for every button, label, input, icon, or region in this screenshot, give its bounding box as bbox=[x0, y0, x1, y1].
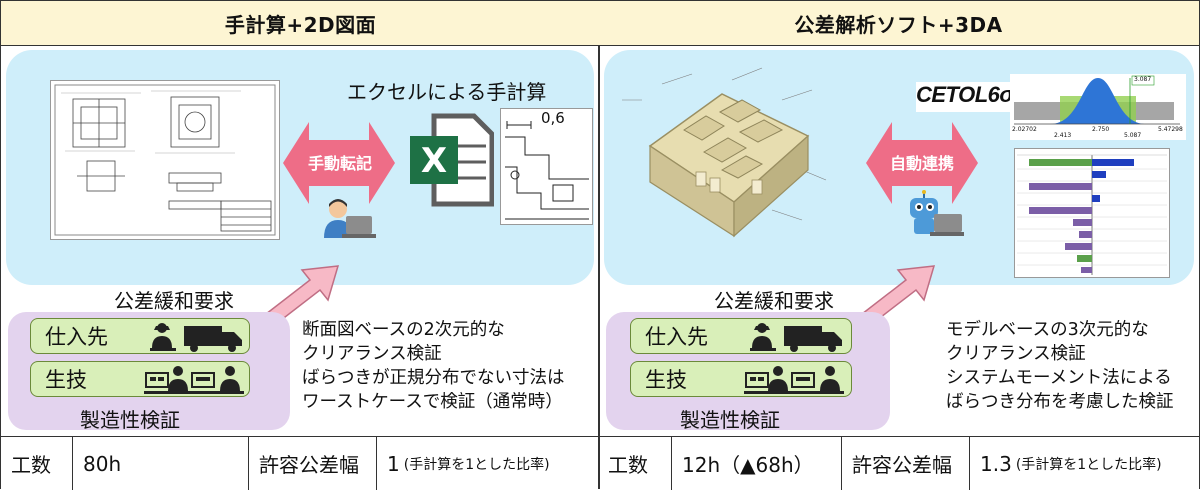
excel-calc-caption: エクセルによる手計算 bbox=[347, 80, 547, 104]
left-tolerance-label: 許容公差幅 bbox=[249, 437, 377, 490]
right-manufacturability-caption: 製造性検証 bbox=[680, 408, 780, 432]
cross-section-image: 0,6 bbox=[500, 108, 593, 225]
right-tolerance-note: (手計算を1とした比率) bbox=[1015, 456, 1162, 473]
contribution-chart bbox=[1014, 148, 1170, 278]
left-tolerance-label-text: 許容公差幅 bbox=[259, 453, 359, 477]
cross-section-value: 0,6 bbox=[541, 109, 565, 127]
histogram-tick: 5.087 bbox=[1124, 132, 1142, 139]
robot-laptop-icon bbox=[910, 190, 964, 236]
histogram-tick: 5.47298 bbox=[1158, 126, 1183, 133]
right-header-title: 公差解析ソフト+3DA bbox=[794, 12, 1003, 37]
left-panel bbox=[0, 0, 600, 489]
right-desc-line: モデルベースの3次元的な bbox=[946, 320, 1149, 340]
left-summary-table: 工数 80h 許容公差幅 1 (手計算を1とした比率) bbox=[0, 436, 601, 490]
right-worker-truck-icon bbox=[750, 323, 842, 352]
right-summary-table: 工数 12h（▲68h） 許容公差幅 1.3 (手計算を1とした比率) bbox=[598, 436, 1200, 490]
right-worker-machine-icon bbox=[744, 366, 844, 394]
left-effort-value: 80h bbox=[73, 437, 249, 490]
histogram-marker: 3.087 bbox=[1134, 76, 1152, 83]
histogram-tick: 2.02702 bbox=[1012, 126, 1037, 133]
2d-drawing-image bbox=[50, 80, 280, 240]
right-tolerance-label: 許容公差幅 bbox=[842, 437, 970, 490]
right-effort-label: 工数 bbox=[598, 437, 672, 490]
left-supplier-label: 仕入先 bbox=[45, 325, 108, 349]
right-request-caption: 公差緩和要求 bbox=[714, 289, 834, 313]
cetol-logo: CETOL6σ bbox=[916, 82, 1014, 112]
right-desc-line: システムモーメント法による bbox=[946, 368, 1172, 388]
left-effort-label: 工数 bbox=[1, 437, 73, 490]
manual-transfer-label: 手動転記 bbox=[307, 154, 372, 173]
left-header: 手計算+2D図面 bbox=[0, 0, 600, 46]
cetol-logo-text: CETOL6σ bbox=[916, 82, 1014, 107]
right-effort-value: 12h（▲68h） bbox=[672, 437, 842, 490]
person-laptop-icon bbox=[324, 199, 376, 238]
left-manufacturability-caption: 製造性検証 bbox=[80, 408, 180, 432]
manual-transfer-arrow bbox=[283, 122, 395, 204]
left-tolerance-main: 1 bbox=[387, 451, 400, 476]
left-header-title: 手計算+2D図面 bbox=[224, 12, 377, 37]
right-description: モデルベースの3次元的な クリアランス検証 システムモーメント法による ばらつき… bbox=[946, 318, 1198, 414]
left-worker-machine-icon bbox=[144, 366, 244, 394]
left-request-caption: 公差緩和要求 bbox=[114, 289, 234, 313]
left-production-label: 生技 bbox=[45, 368, 87, 392]
left-worker-truck-icon bbox=[150, 323, 242, 352]
histogram-tick: 2.750 bbox=[1092, 126, 1110, 133]
right-tolerance-main: 1.3 bbox=[980, 451, 1012, 476]
excel-icon: X bbox=[410, 113, 494, 207]
left-tolerance-value: 1 (手計算を1とした比率) bbox=[377, 437, 601, 490]
auto-link-label: 自動連携 bbox=[889, 154, 954, 173]
left-description: 断面図ベースの2次元的な クリアランス検証 ばらつきが正規分布でない寸法は ワー… bbox=[302, 318, 598, 414]
right-header: 公差解析ソフト+3DA bbox=[598, 0, 1200, 46]
left-tolerance-note: (手計算を1とした比率) bbox=[403, 456, 550, 473]
right-supplier-label: 仕入先 bbox=[645, 325, 708, 349]
right-production-label: 生技 bbox=[645, 368, 687, 392]
right-effort-value-text: 12h（▲68h） bbox=[682, 453, 814, 477]
distribution-chart: 3.087 2.02702 2.413 2.750 5.087 5.47298 bbox=[1010, 74, 1186, 140]
right-desc-line: クリアランス検証 bbox=[946, 344, 1086, 364]
right-tolerance-value: 1.3 (手計算を1とした比率) bbox=[970, 437, 1198, 490]
left-desc-line: クリアランス検証 bbox=[302, 344, 442, 364]
left-effort-value-text: 80h bbox=[83, 451, 122, 476]
left-desc-line: ワーストケースで検証（通常時） bbox=[302, 392, 563, 412]
right-tolerance-label-text: 許容公差幅 bbox=[852, 453, 952, 477]
left-desc-line: ばらつきが正規分布でない寸法は bbox=[302, 368, 565, 388]
left-desc-line: 断面図ベースの2次元的な bbox=[302, 320, 505, 340]
right-desc-line: ばらつき分布を考慮した検証 bbox=[946, 392, 1174, 412]
left-effort-label-text: 工数 bbox=[11, 453, 51, 477]
svg-text:X: X bbox=[421, 141, 447, 181]
3d-model-image bbox=[622, 67, 827, 238]
auto-link-arrow bbox=[866, 122, 978, 204]
histogram-tick: 2.413 bbox=[1054, 132, 1072, 139]
right-effort-label-text: 工数 bbox=[608, 453, 648, 477]
